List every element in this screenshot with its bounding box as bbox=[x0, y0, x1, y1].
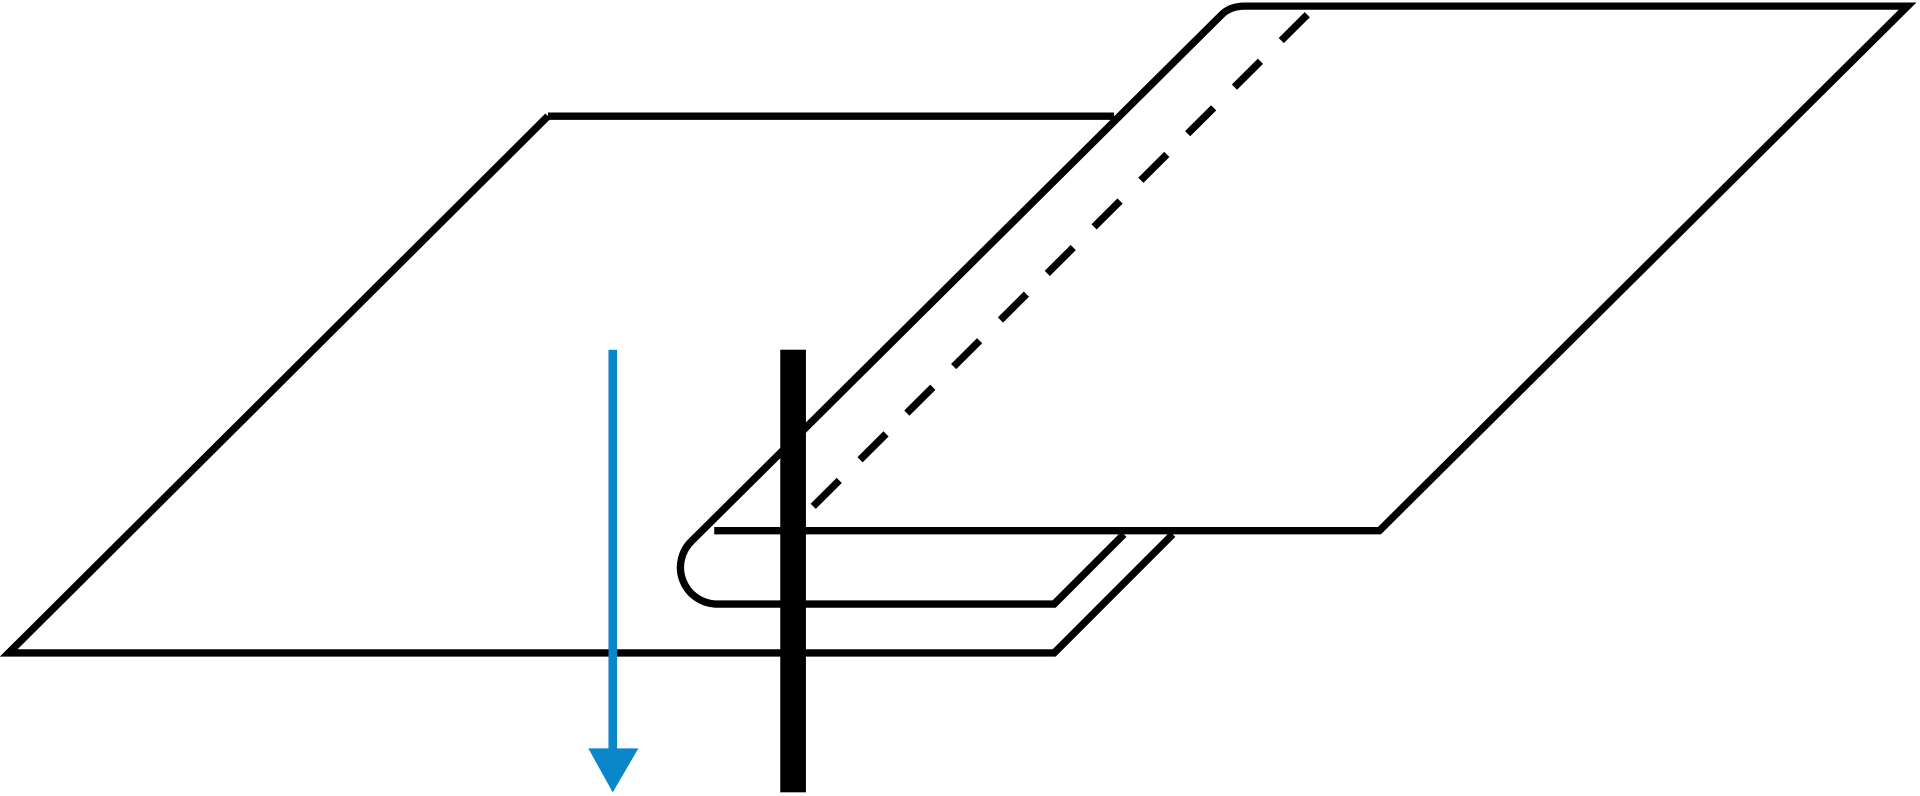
fold-strip bbox=[676, 531, 1127, 608]
hidden-edge-line bbox=[803, 12, 1310, 517]
vertical-bar bbox=[780, 349, 806, 793]
down-arrow bbox=[588, 349, 639, 793]
upper-plate bbox=[689, 2, 1917, 544]
lower-plate bbox=[0, 112, 1176, 657]
arrow-head-icon bbox=[588, 748, 639, 793]
